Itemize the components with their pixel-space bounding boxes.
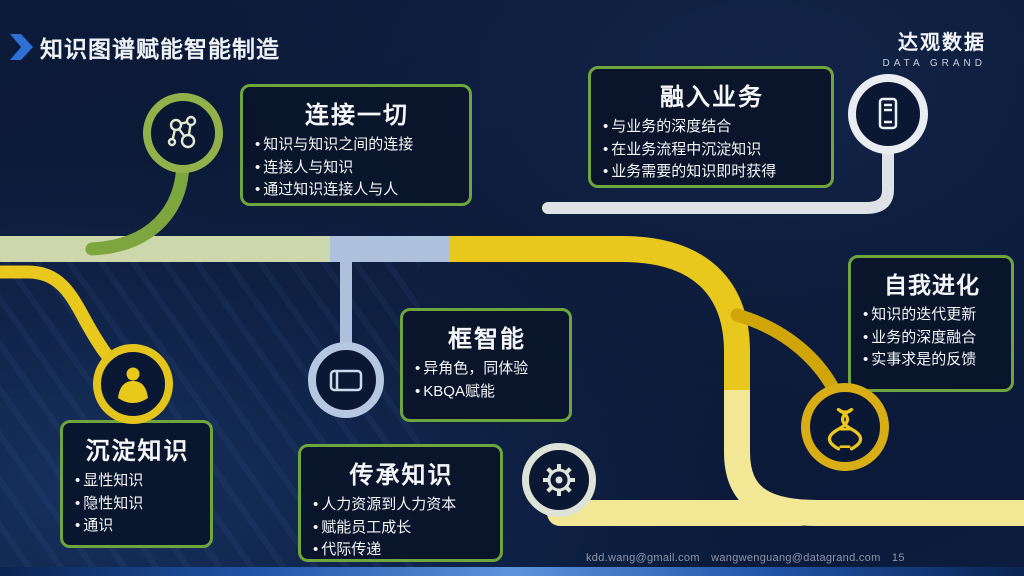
bullet-item: KBQA赋能 xyxy=(415,381,559,404)
tablet-icon xyxy=(329,369,363,392)
dna-node xyxy=(801,383,889,471)
box-title: 沉淀知识 xyxy=(85,438,190,465)
box-frame: 框智能 异角色，同体验 KBQA赋能 xyxy=(400,308,572,422)
bullet-item: 知识与知识之间的连接 xyxy=(255,134,459,157)
box-evolve: 自我进化 知识的迭代更新 业务的深度融合 实事求是的反馈 xyxy=(848,255,1014,392)
bullet-item: 通过知识连接人与人 xyxy=(255,179,459,202)
box-title: 框智能 xyxy=(448,326,526,353)
gear-icon xyxy=(543,464,575,496)
bullet-item: 显性知识 xyxy=(75,470,200,493)
box-title: 传承知识 xyxy=(349,462,454,489)
bullet-item: 实事求是的反馈 xyxy=(863,349,1001,372)
bullet-item: 隐性知识 xyxy=(75,493,200,516)
logo: 达观数据 DATA GRAND xyxy=(882,26,986,69)
box-title: 融入业务 xyxy=(660,84,764,111)
network-node xyxy=(143,93,223,173)
bullet-list: 知识的迭代更新 业务的深度融合 实事求是的反馈 xyxy=(863,304,1001,372)
box-inherit: 传承知识 人力资源到人力资本 赋能员工成长 代际传递 xyxy=(298,444,503,562)
gear-node xyxy=(522,443,596,517)
bullet-item: 异角色，同体验 xyxy=(415,358,559,381)
bullet-list: 显性知识 隐性知识 通识 xyxy=(75,470,200,538)
network-icon xyxy=(167,115,197,149)
bullet-list: 异角色，同体验 KBQA赋能 xyxy=(415,358,559,403)
bullet-item: 人力资源到人力资本 xyxy=(313,494,490,517)
box-business: 融入业务 与业务的深度结合 在业务流程中沉淀知识 业务需要的知识即时获得 xyxy=(588,66,834,188)
bullet-item: 与业务的深度结合 xyxy=(603,116,821,139)
line-white-device xyxy=(542,144,894,214)
bullet-item: 业务的深度融合 xyxy=(863,327,1001,350)
bullet-item: 知识的迭代更新 xyxy=(863,304,1001,327)
title-arrow-icon xyxy=(10,34,33,60)
tablet-node xyxy=(308,342,384,418)
bullet-list: 人力资源到人力资本 赋能员工成长 代际传递 xyxy=(313,494,490,562)
line-green-curve xyxy=(85,153,190,256)
bullet-item: 代际传递 xyxy=(313,539,490,562)
line-mustard-dna xyxy=(730,308,845,405)
bullet-item: 通识 xyxy=(75,515,200,538)
device-icon xyxy=(878,97,898,130)
box-title: 连接一切 xyxy=(305,102,409,129)
box-connect: 连接一切 知识与知识之间的连接 连接人与知识 通过知识连接人与人 xyxy=(240,84,472,206)
bullet-item: 业务需要的知识即时获得 xyxy=(603,161,821,184)
bullet-item: 赋能员工成长 xyxy=(313,517,490,540)
logo-name: 达观数据 xyxy=(898,32,986,54)
footer-email-1: kdd.wang@gmail.com xyxy=(586,552,700,564)
bottom-strip xyxy=(0,567,1024,576)
line-yellow-main xyxy=(450,236,750,398)
bullet-list: 与业务的深度结合 在业务流程中沉淀知识 业务需要的知识即时获得 xyxy=(603,116,821,184)
box-title: 自我进化 xyxy=(884,272,980,298)
logo-subtitle: DATA GRAND xyxy=(882,58,986,69)
dna-icon xyxy=(827,407,863,451)
footer-page-number: 15 xyxy=(891,552,905,564)
person-node xyxy=(93,344,173,424)
footer-text: kdd.wang@gmail.com wangwenguang@datagran… xyxy=(586,552,913,564)
bullet-item: 连接人与知识 xyxy=(255,157,459,180)
person-icon xyxy=(118,367,148,403)
page-title: 知识图谱赋能智能制造 xyxy=(40,36,280,62)
bullet-item: 在业务流程中沉淀知识 xyxy=(603,139,821,162)
business-node xyxy=(848,74,928,154)
box-accumulate: 沉淀知识 显性知识 隐性知识 通识 xyxy=(60,420,213,548)
footer-email-2: wangwenguang@datagrand.com xyxy=(711,552,881,564)
bullet-list: 知识与知识之间的连接 连接人与知识 通过知识连接人与人 xyxy=(255,134,459,202)
